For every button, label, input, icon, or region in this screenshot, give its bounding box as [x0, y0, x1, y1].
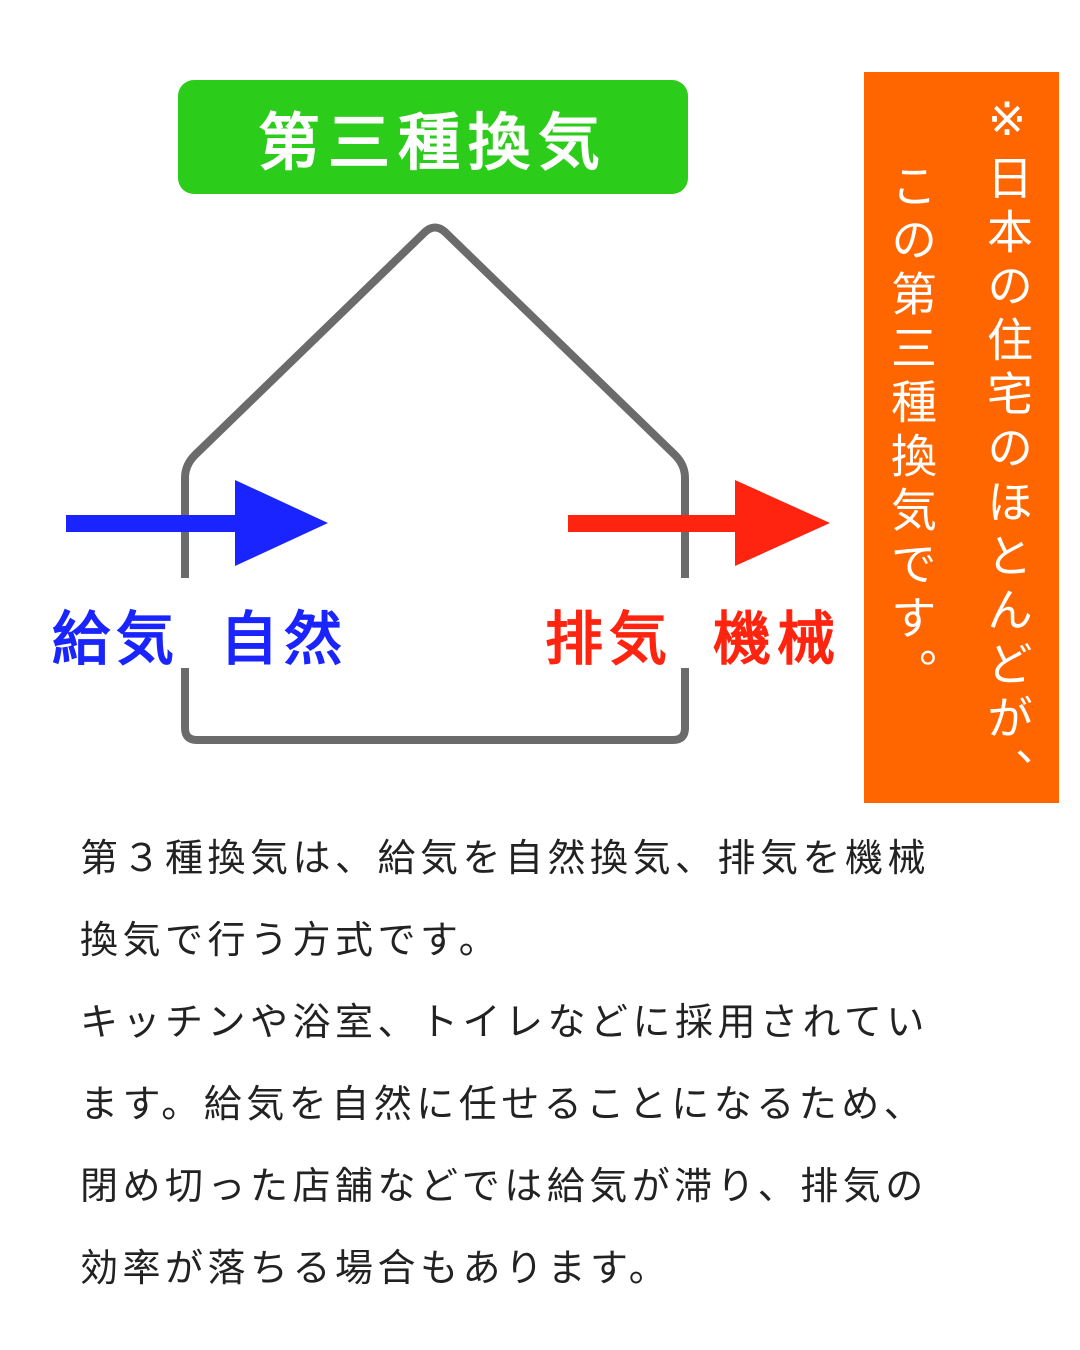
exhaust-label-text: 排気: [545, 605, 674, 673]
exhaust-arrow: [568, 480, 830, 566]
note-line-1: ※日本の住宅のほとんどが、: [980, 92, 1034, 802]
note-line-2: この第三種換気です。: [884, 162, 938, 702]
description-line: 換気で行う方式です。: [80, 918, 502, 962]
supply-arrow: [66, 480, 328, 566]
description-line: 第３種換気は、給気を自然換気、排気を機械: [80, 836, 931, 880]
house-outline-lower: [181, 668, 689, 744]
supply-label-text: 給気: [52, 605, 181, 673]
title-text: 第三種換気: [257, 106, 608, 179]
description-line: ます。給気を自然に任せることになるため、: [80, 1082, 927, 1126]
exhaust-label: 排気機械: [545, 592, 841, 676]
note-box: ※日本の住宅のほとんどが、 この第三種換気です。: [864, 72, 1059, 803]
description-line: 閉め切った店舗などでは給気が滞り、排気の: [80, 1164, 928, 1208]
supply-method-text: 自然: [220, 605, 349, 673]
supply-label: 給気自然: [52, 592, 348, 676]
description-line: 効率が落ちる場合もあります。: [80, 1246, 672, 1290]
house-outline-upper: [181, 223, 689, 578]
title-banner: 第三種換気: [178, 80, 688, 194]
description-line: キッチンや浴室、トイレなどに採用されてい: [80, 1000, 929, 1044]
description: 第３種換気は、給気を自然換気、排気を機械 換気で行う方式です。 キッチンや浴室、…: [80, 828, 1040, 1320]
exhaust-method-text: 機械: [713, 605, 842, 673]
